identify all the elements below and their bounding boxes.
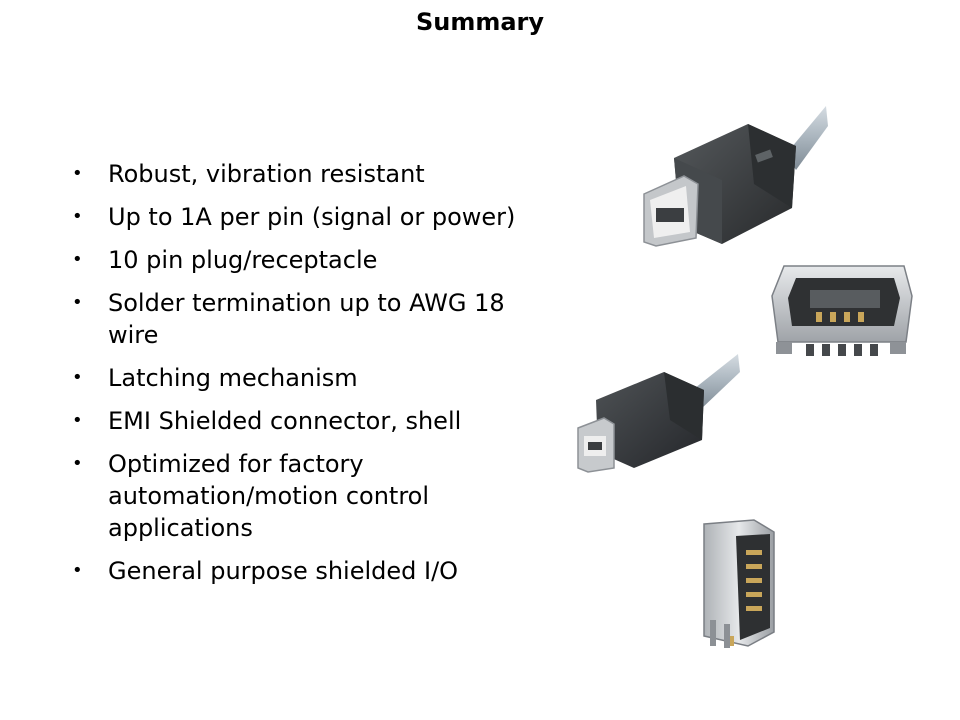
bullet-item: • Up to 1A per pin (signal or power) [72,201,592,233]
bullet-item: • Solder termination up to AWG 18 wire [72,287,548,351]
bullet-text: Solder termination up to AWG 18 wire [108,289,505,349]
bullet-text: General purpose shielded I/O [108,557,459,585]
bullet-item: • 10 pin plug/receptacle [72,244,592,276]
bullet-item: • Robust, vibration resistant [72,158,592,190]
receptacle-surface-mount-photo [771,265,913,356]
bullet-item: • General purpose shielded I/O [72,555,592,587]
bullet-dot-icon: • [72,560,83,581]
slide-title: Summary [415,8,545,36]
bullet-dot-icon: • [72,206,83,227]
bullet-text: Latching mechanism [108,364,358,392]
bullet-text: EMI Shielded connector, shell [108,407,462,435]
cable-plug-angled-photo [643,106,828,247]
bullet-dot-icon: • [72,292,83,313]
bullet-text: Robust, vibration resistant [108,160,425,188]
bullet-list: • Robust, vibration resistant • Up to 1A p… [72,158,592,598]
receptacle-vertical-photo [703,519,775,648]
bullet-dot-icon: • [72,163,83,184]
cable-plug-side-photo [577,354,740,473]
bullet-dot-icon: • [72,453,83,474]
bullet-text: Optimized for factory automation/motion … [108,450,430,542]
bullet-dot-icon: • [72,410,83,431]
bullet-dot-icon: • [72,249,83,270]
bullet-item: • Optimized for factory automation/motion… [72,448,528,544]
bullet-text: 10 pin plug/receptacle [108,246,378,274]
bullet-item: • Latching mechanism [72,362,592,394]
bullet-item: • EMI Shielded connector, shell [72,405,592,437]
bullet-dot-icon: • [72,367,83,388]
bullet-text: Up to 1A per pin (signal or power) [108,203,516,231]
